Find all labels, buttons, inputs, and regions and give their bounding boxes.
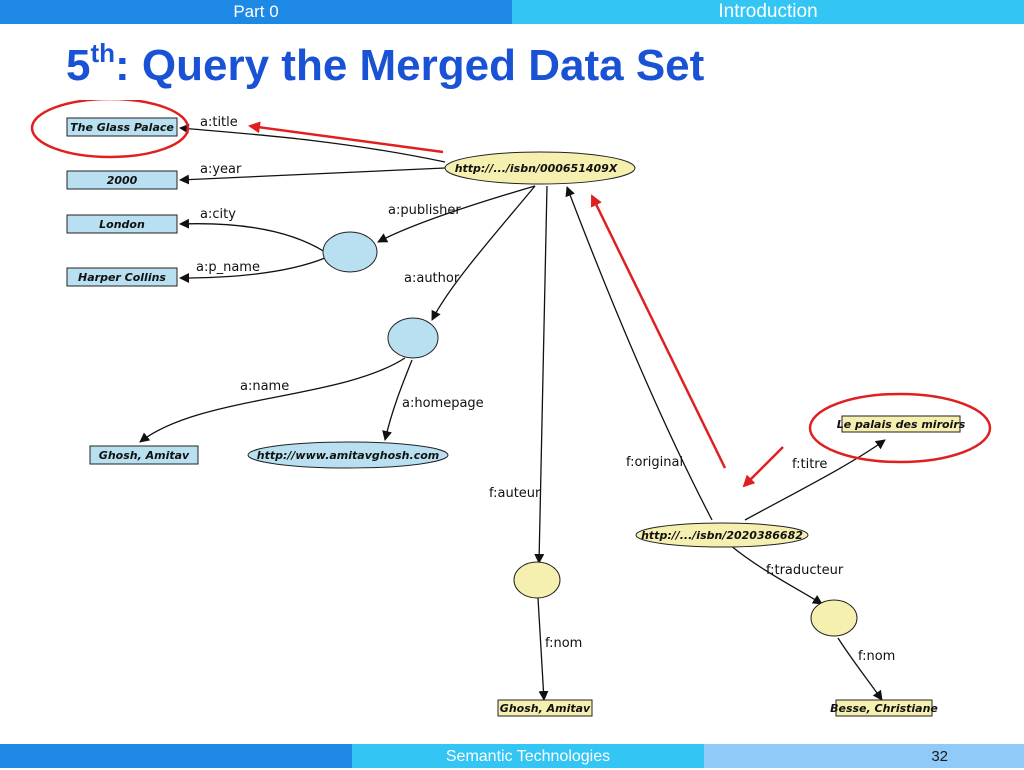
edge-line-publisher xyxy=(377,185,536,243)
title-superscript: th xyxy=(90,38,116,68)
svg-text:The Glass Palace: The Glass Palace xyxy=(70,121,174,134)
svg-text:Le palais des miroirs: Le palais des miroirs xyxy=(837,418,966,431)
edge-label-name: a:name xyxy=(240,379,289,394)
uri-node-french-edition: http://.../isbn/2020386682 xyxy=(635,522,809,548)
edge-line-year xyxy=(179,167,446,185)
svg-text:http://.../isbn/2020386682: http://.../isbn/2020386682 xyxy=(641,529,803,542)
edge-line-traducteur xyxy=(729,544,823,605)
edge-line-original xyxy=(565,186,713,521)
edge-line-p-name xyxy=(179,257,326,283)
edge-line-title xyxy=(179,123,446,163)
literal-year: 2000 xyxy=(66,170,178,190)
literal-author-name: Ghosh, Amitav xyxy=(89,445,199,465)
page-number: 32 xyxy=(931,748,948,765)
literal-publisher-name: Harper Collins xyxy=(66,267,178,287)
literal-title: The Glass Palace xyxy=(66,117,178,137)
slide-title: 5th: Query the Merged Data Set xyxy=(66,38,704,91)
edge-label-p-name: a:p_name xyxy=(196,260,260,275)
edge-line-auteur xyxy=(534,185,548,564)
highlight-circle-titre xyxy=(808,392,992,464)
svg-text:2000: 2000 xyxy=(107,174,138,187)
literal-auteur-nom: Ghosh, Amitav xyxy=(497,699,593,717)
edge-label-city: a:city xyxy=(200,207,236,222)
footer-page-area: 32 xyxy=(704,744,1024,768)
edge-label-titre: f:titre xyxy=(792,457,827,472)
svg-text:Harper Collins: Harper Collins xyxy=(78,271,166,284)
uri-node-homepage: http://www.amitavghosh.com xyxy=(247,441,449,469)
edge-line-author xyxy=(431,185,536,321)
highlight-circle-title xyxy=(30,100,190,159)
svg-text:Besse, Christiane: Besse, Christiane xyxy=(830,702,938,715)
svg-text:http://www.amitavghosh.com: http://www.amitavghosh.com xyxy=(257,449,439,462)
edge-label-author: a:author xyxy=(404,271,460,286)
svg-text:London: London xyxy=(99,218,145,231)
highlight-arrow-title xyxy=(248,121,444,154)
footer-left xyxy=(0,744,352,768)
highlight-arrow-titre xyxy=(742,446,784,488)
blank-node-auteur xyxy=(513,561,561,599)
section-label: Introduction xyxy=(512,0,1024,24)
svg-text:http://.../isbn/000651409X: http://.../isbn/000651409X xyxy=(455,162,618,175)
svg-text:Ghosh, Amitav: Ghosh, Amitav xyxy=(500,702,591,715)
edge-label-homepage: a:homepage xyxy=(402,396,484,411)
footer-course: Semantic Technologies xyxy=(352,744,704,768)
edge-label-publisher: a:publisher xyxy=(388,203,461,218)
literal-titre: Le palais des miroirs xyxy=(837,415,966,433)
literal-city: London xyxy=(66,214,178,234)
rdf-graph-diagram: The Glass Palace 2000 London Harper Coll… xyxy=(30,100,992,717)
blank-node-publisher xyxy=(322,231,378,273)
edge-label-title: a:title xyxy=(200,115,238,130)
edge-label-traducteur: f:traducteur xyxy=(766,563,844,578)
title-number: 5 xyxy=(66,41,91,90)
edge-line-nom-2 xyxy=(837,637,883,701)
edge-label-auteur: f:auteur xyxy=(489,486,541,501)
edge-line-nom-1 xyxy=(537,597,549,701)
highlight-arrow-original xyxy=(590,194,727,469)
edge-line-titre xyxy=(744,439,886,521)
edge-label-nom-1: f:nom xyxy=(545,636,582,651)
svg-text:Ghosh, Amitav: Ghosh, Amitav xyxy=(99,449,190,462)
part-label: Part 0 xyxy=(0,0,512,24)
footer-bar: Semantic Technologies 32 xyxy=(0,744,1024,768)
blank-node-author xyxy=(387,317,439,359)
edge-line-city xyxy=(179,218,326,253)
blank-node-traducteur xyxy=(810,599,858,637)
literal-traducteur-nom: Besse, Christiane xyxy=(830,699,938,717)
edge-label-nom-2: f:nom xyxy=(858,649,895,664)
edge-line-homepage xyxy=(382,359,413,441)
edge-line-name xyxy=(139,357,406,443)
header-bar: Part 0 Introduction xyxy=(0,0,1024,24)
edge-label-year: a:year xyxy=(200,162,242,177)
uri-node-book: http://.../isbn/000651409X xyxy=(444,151,636,185)
title-text: : Query the Merged Data Set xyxy=(115,41,705,90)
edge-label-original: f:original xyxy=(626,455,683,470)
